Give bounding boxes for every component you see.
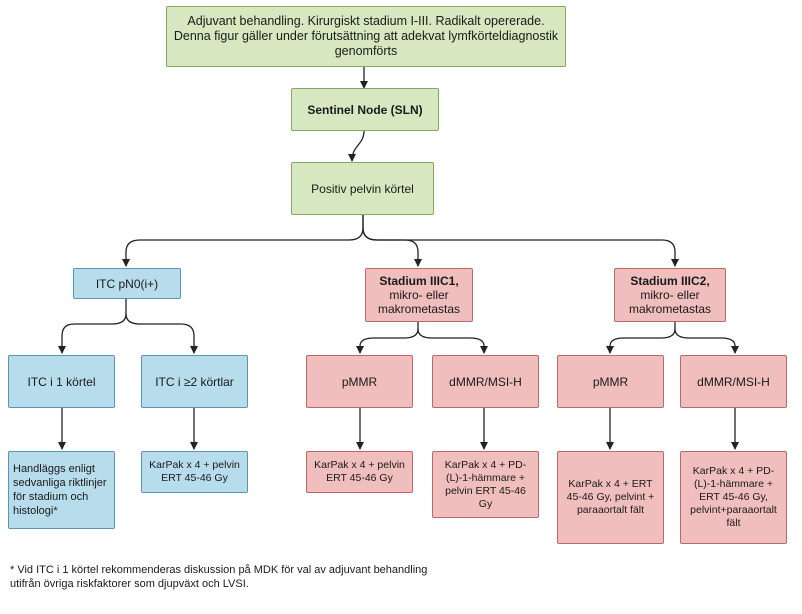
node-handlaggs-text: Handläggs enligt sedvanliga riktlinjer f… (13, 463, 107, 517)
node-karpak-pmmr-iiic1-text: KarPak x 4 + pelvin ERT 45-46 Gy (314, 459, 405, 484)
node-karpak-itc2: KarPak x 4 + pelvin ERT 45-46 Gy (141, 451, 248, 493)
node-karpak-dmmr-iiic2-text: KarPak x 4 + PD-(L)-1-hämmare + ERT 45-4… (690, 465, 777, 529)
edge-iiic2-dmmr (674, 328, 739, 354)
edge-positiv-itc (122, 215, 364, 267)
footnote: * Vid ITC i 1 körtel rekommenderas disku… (10, 564, 428, 590)
node-positiv-pelvin-text: Positiv pelvin körtel (311, 181, 414, 196)
node-pmmr-iiic2-text: pMMR (592, 374, 629, 389)
node-pmmr-iiic2: pMMR (557, 355, 664, 408)
edge-positiv-iiic2 (362, 227, 679, 267)
node-stadium-iiic1-sub: mikro- eller makrometastas (377, 288, 461, 316)
edge-itc-itc1 (58, 299, 127, 354)
node-pmmr-iiic1: pMMR (306, 355, 413, 408)
edge-iiic1-pmmr (356, 322, 419, 354)
node-sentinel-node-text: Sentinel Node (SLN) (307, 102, 423, 117)
node-dmmr-iiic1: dMMR/MSI-H (432, 355, 539, 408)
node-dmmr-iiic1-text: dMMR/MSI-H (449, 374, 522, 389)
node-karpak-pmmr-iiic1: KarPak x 4 + pelvin ERT 45-46 Gy (306, 451, 413, 493)
node-dmmr-iiic2-text: dMMR/MSI-H (697, 374, 770, 389)
node-stadium-iiic2: Stadium IIIC2, mikro- eller makrometasta… (614, 268, 726, 322)
node-top: Adjuvant behandling. Kirurgiskt stadium … (166, 6, 566, 67)
edge-sln-positiv (348, 130, 365, 162)
node-karpak-itc2-text: KarPak x 4 + pelvin ERT 45-46 Gy (149, 459, 240, 484)
node-itc-2-kortlar: ITC i ≥2 körtlar (141, 355, 248, 408)
node-sentinel-node: Sentinel Node (SLN) (291, 88, 439, 131)
edge-itc-itc2 (125, 313, 198, 354)
node-top-text: Adjuvant behandling. Kirurgiskt stadium … (173, 14, 559, 58)
node-karpak-dmmr-iiic1-text: KarPak x 4 + PD-(L)-1-hämmare + pelvin E… (444, 458, 527, 510)
node-pmmr-iiic1-text: pMMR (341, 374, 378, 389)
node-karpak-dmmr-iiic1: KarPak x 4 + PD-(L)-1-hämmare + pelvin E… (432, 451, 539, 518)
node-handlaggs: Handläggs enligt sedvanliga riktlinjer f… (8, 451, 115, 529)
node-positiv-pelvin: Positiv pelvin körtel (291, 162, 434, 215)
node-karpak-pmmr-iiic2-text: KarPak x 4 + ERT 45-46 Gy, pelvint + par… (566, 478, 655, 516)
node-itc-2-kortlar-text: ITC i ≥2 körtlar (155, 374, 234, 389)
node-itc-pn0-text: ITC pN0(i+) (95, 276, 159, 291)
node-karpak-pmmr-iiic2: KarPak x 4 + ERT 45-46 Gy, pelvint + par… (557, 451, 664, 544)
node-stadium-iiic1: Stadium IIIC1, mikro- eller makrometasta… (365, 268, 473, 322)
node-karpak-dmmr-iiic2: KarPak x 4 + PD-(L)-1-hämmare + ERT 45-4… (680, 451, 787, 544)
node-stadium-iiic2-title: Stadium IIIC2, (630, 274, 710, 288)
edge-iiic1-dmmr (417, 328, 488, 354)
node-itc-1-kortel-text: ITC i 1 körtel (27, 374, 96, 389)
node-stadium-iiic1-title: Stadium IIIC1, (379, 274, 459, 288)
edge-iiic2-pmmr (606, 322, 676, 354)
node-dmmr-iiic2: dMMR/MSI-H (680, 355, 787, 408)
node-itc-pn0: ITC pN0(i+) (73, 268, 181, 299)
node-stadium-iiic2-sub: mikro- eller makrometastas (628, 288, 712, 316)
node-itc-1-kortel: ITC i 1 körtel (8, 355, 115, 408)
